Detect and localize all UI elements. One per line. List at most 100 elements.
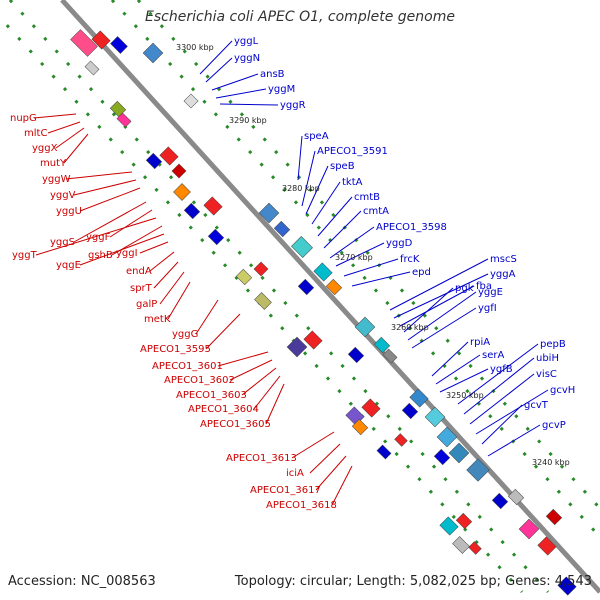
leader-line-red — [291, 431, 335, 459]
gene-feature — [354, 316, 376, 338]
gene-label-red: yggF — [86, 232, 111, 243]
kbp-tick-label: 3260 kbp — [391, 323, 429, 332]
gene-label-blue: yggR — [280, 100, 306, 111]
genome-backbone — [60, 0, 600, 594]
leader-line-blue — [301, 150, 316, 207]
leader-line-blue — [205, 57, 233, 83]
gene-feature — [455, 512, 473, 530]
gene-label-blue: APECO1_3598 — [376, 222, 447, 233]
gene-label-blue: pgk — [455, 283, 474, 294]
gene-label-red: APECO1_3595 — [140, 344, 211, 355]
gene-label-blue: tktA — [342, 177, 363, 188]
gene-feature — [84, 60, 100, 76]
leader-line-red — [33, 113, 77, 119]
gene-feature — [145, 152, 163, 170]
gene-feature — [361, 398, 381, 418]
gene-label-blue: serA — [482, 350, 504, 361]
gene-label-red: yggS — [50, 237, 75, 248]
gene-label-red: yggG — [172, 329, 198, 340]
leader-line-red — [55, 127, 85, 149]
gene-label-red: nupG — [10, 113, 37, 124]
feature-layer — [70, 29, 577, 596]
leader-line-red — [79, 233, 165, 266]
gene-feature — [373, 336, 391, 354]
gene-feature — [433, 448, 451, 466]
gene-label-red: yggX — [32, 143, 58, 154]
gene-label-blue: ygfI — [478, 303, 497, 314]
gene-feature — [183, 93, 199, 109]
leader-line-blue — [215, 88, 267, 99]
gene-feature — [253, 261, 269, 277]
gene-feature — [557, 576, 577, 596]
gene-feature — [159, 146, 179, 166]
gene-feature — [439, 516, 459, 536]
leader-line-red — [309, 443, 341, 474]
leader-line-blue — [389, 258, 489, 311]
gene-label-red: mltC — [24, 128, 47, 139]
gene-feature — [207, 228, 225, 246]
gene-label-blue: pepB — [540, 339, 566, 350]
leader-line-red — [229, 359, 273, 381]
gene-feature — [235, 268, 253, 286]
kbp-tick-label: 3250 kbp — [446, 391, 484, 400]
gene-label-blue: yggE — [478, 287, 503, 298]
gene-feature — [273, 220, 291, 238]
leader-line-blue — [335, 242, 385, 267]
gene-label-blue: epd — [412, 267, 431, 278]
gene-label-red: gshB — [88, 250, 113, 261]
gene-label-red: yggT — [12, 250, 38, 261]
gene-label-red: APECO1_3605 — [200, 419, 271, 430]
leader-line-red — [109, 209, 153, 238]
leader-line-red — [79, 187, 141, 212]
leader-line-blue — [211, 73, 259, 91]
gene-label-blue: yggD — [386, 238, 413, 249]
gene-feature — [116, 112, 132, 128]
leader-line-red — [241, 367, 277, 396]
gene-feature — [401, 402, 419, 420]
gene-label-blue: mscS — [490, 254, 517, 265]
gene-label-red: APECO1_3603 — [176, 390, 247, 401]
leader-line-blue — [487, 424, 541, 457]
gene-feature — [351, 418, 369, 436]
leader-line-red — [167, 281, 191, 320]
leader-line-red — [139, 241, 169, 254]
leader-line-red — [205, 313, 241, 350]
leader-lines — [33, 40, 549, 506]
kbp-tick-label: 3280 kbp — [282, 184, 320, 193]
gene-label-red: endA — [126, 266, 152, 277]
leader-line-red — [159, 271, 185, 305]
gene-label-red: galP — [136, 299, 157, 310]
gene-feature — [258, 202, 280, 224]
gene-label-blue: visC — [536, 369, 557, 380]
map-title: Escherichia coli APEC O1, complete genom… — [145, 9, 455, 25]
gene-label-red: APECO1_3618 — [266, 500, 337, 511]
gene-label-red: iciA — [286, 468, 304, 479]
gene-label-blue: cmtA — [363, 206, 389, 217]
topology-text: Topology: circular; Length: 5,082,025 bp… — [234, 574, 592, 589]
kbp-tick-label: 3300 kbp — [176, 43, 214, 52]
gene-feature — [286, 336, 308, 358]
leader-line-red — [65, 171, 133, 180]
gene-feature — [291, 236, 313, 258]
leader-line-blue — [399, 285, 475, 327]
gene-feature — [545, 508, 563, 526]
gene-feature — [303, 330, 323, 350]
gene-label-red: APECO1_3601 — [152, 361, 223, 372]
leader-line-blue — [351, 271, 411, 287]
gene-feature — [452, 536, 470, 554]
leader-line-blue — [317, 196, 353, 237]
gene-label-blue: ygfB — [490, 364, 513, 375]
gene-label-blue: fba — [476, 281, 492, 292]
leader-line-red — [47, 121, 81, 134]
leader-line-blue — [411, 307, 477, 349]
leader-line-red — [73, 201, 147, 243]
gene-label-blue: yggN — [234, 53, 260, 64]
gene-label-red: APECO1_3613 — [226, 453, 297, 464]
gene-label-red: sprT — [130, 283, 153, 294]
gene-label-blue: speB — [330, 161, 355, 172]
gene-feature — [70, 29, 98, 57]
gene-feature — [325, 278, 343, 296]
gene-label-blue: ansB — [260, 69, 285, 80]
gene-label-blue: cmtB — [354, 192, 380, 203]
